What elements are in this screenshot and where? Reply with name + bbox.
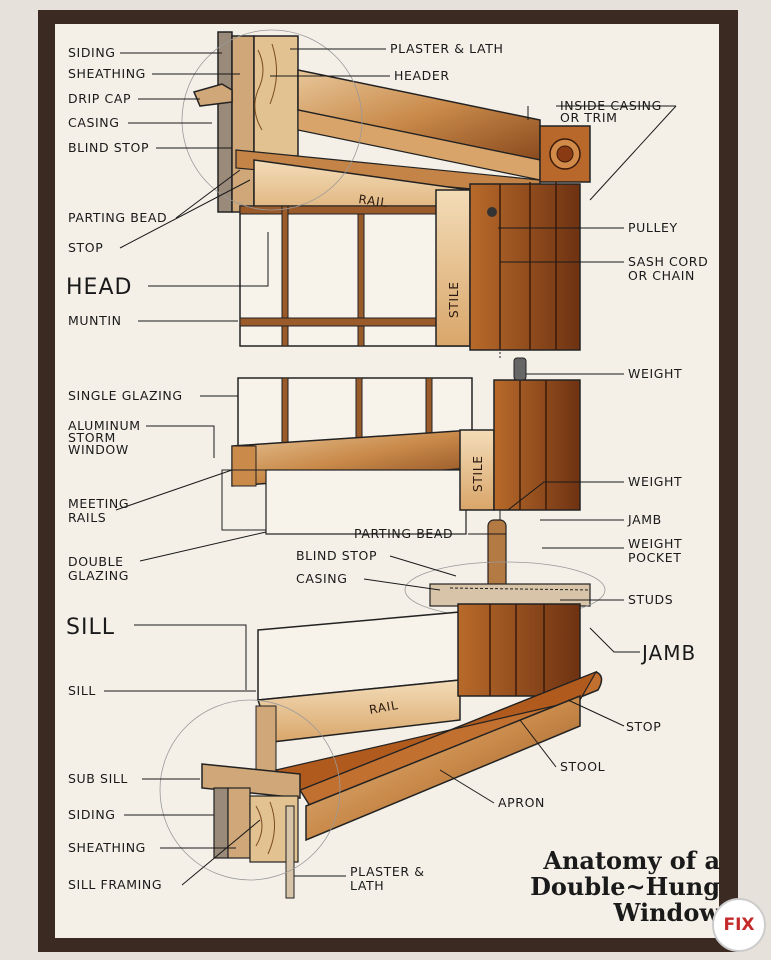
label-blind-stop-top: BLIND STOP xyxy=(68,140,149,155)
label-casing-mid: CASING xyxy=(296,571,348,586)
label-aluminum: ALUMINUM xyxy=(68,418,141,433)
fix-logo-badge: FIX xyxy=(712,898,766,952)
title-line-1: Anatomy of a xyxy=(543,846,720,875)
label-parting-bead-mid: PARTING BEAD xyxy=(354,526,453,541)
label-weight-top: WEIGHT xyxy=(628,366,682,381)
label-apron: APRON xyxy=(498,795,545,810)
label-stool: STOOL xyxy=(560,759,605,774)
label-weight-mid: WEIGHT xyxy=(628,474,682,489)
label-head: HEAD xyxy=(66,275,132,300)
label-pulley: PULLEY xyxy=(628,220,678,235)
labels: SIDING SHEATHING DRIP CAP CASING BLIND S… xyxy=(66,41,708,893)
meeting-rail-assembly xyxy=(221,357,581,591)
part-stile-mid: STILE xyxy=(471,455,485,492)
diagram-title: Anatomy of a Double~Hung Window xyxy=(520,848,720,926)
label-sash-cord: SASH CORD xyxy=(628,254,708,269)
label-siding-bottom: SIDING xyxy=(68,807,116,822)
head-assembly xyxy=(181,29,591,360)
label-or-chain: OR CHAIN xyxy=(628,268,695,283)
part-stile-top: STILE xyxy=(447,281,461,318)
label-glazing: GLAZING xyxy=(68,568,129,583)
label-parting-bead-top: PARTING BEAD xyxy=(68,210,167,225)
label-inside-casing: INSIDE CASING xyxy=(560,98,662,113)
label-sill: SILL xyxy=(68,683,96,698)
label-sill-framing: SILL FRAMING xyxy=(68,877,162,892)
label-jamb-small: JAMB xyxy=(627,512,662,527)
label-blind-stop-mid: BLIND STOP xyxy=(296,548,377,563)
label-rails: RAILS xyxy=(68,510,106,525)
label-muntin: MUNTIN xyxy=(68,313,122,328)
label-window: WINDOW xyxy=(68,442,129,457)
label-casing-top: CASING xyxy=(68,115,120,130)
label-lath: LATH xyxy=(350,878,384,893)
part-rail-top: RAIL xyxy=(358,192,389,210)
label-meeting: MEETING xyxy=(68,496,129,511)
label-sub-sill: SUB SILL xyxy=(68,771,128,786)
label-weight-pocket-1: WEIGHT xyxy=(628,536,682,551)
label-sheathing-bottom: SHEATHING xyxy=(68,840,146,855)
title-line-2: Double~Hung xyxy=(530,872,720,901)
title-line-3: Window xyxy=(613,898,720,927)
label-double: DOUBLE xyxy=(68,554,124,569)
label-drip-cap: DRIP CAP xyxy=(68,91,131,106)
label-plaster-lath-top: PLASTER & LATH xyxy=(390,41,503,56)
sill-assembly xyxy=(159,561,606,899)
label-sheathing-top: SHEATHING xyxy=(68,66,146,81)
label-weight-pocket-2: POCKET xyxy=(628,550,681,565)
label-header: HEADER xyxy=(394,68,450,83)
label-sill-big: SILL xyxy=(66,615,115,640)
label-plaster: PLASTER & xyxy=(350,864,425,879)
label-siding-top: SIDING xyxy=(68,45,116,60)
label-single-glazing: SINGLE GLAZING xyxy=(68,388,183,403)
label-stop-top: STOP xyxy=(68,240,103,255)
label-stop-bottom: STOP xyxy=(626,719,661,734)
leader-lines xyxy=(104,48,677,886)
label-jamb-big: JAMB xyxy=(640,641,696,665)
part-rail-bottom: RAIL xyxy=(368,698,399,717)
label-studs: STUDS xyxy=(628,592,673,607)
label-storm: STORM xyxy=(68,430,116,445)
label-or-trim: OR TRIM xyxy=(560,110,618,125)
